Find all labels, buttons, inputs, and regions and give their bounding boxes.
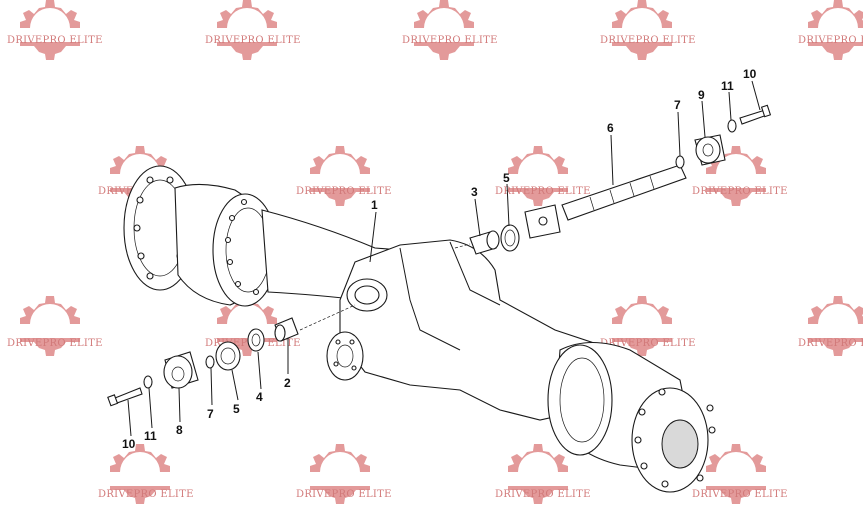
watermark-text: DRIVEPRO ELITE	[692, 186, 788, 197]
gear-icon	[612, 0, 672, 60]
watermark-text: DRIVEPRO ELITE	[296, 186, 392, 197]
callout-11-left: 11	[144, 429, 157, 443]
gear-icon	[310, 146, 370, 206]
watermark-text: DRIVEPRO ELITE	[600, 35, 696, 46]
callout-7-right: 7	[674, 98, 681, 112]
axle-housing	[123, 165, 716, 493]
watermark-text: DRIVEPRO ELITE	[798, 35, 863, 46]
callout-1: 1	[371, 198, 378, 212]
callout-9: 9	[698, 88, 705, 102]
watermark-text: DRIVEPRO ELITE	[600, 338, 696, 349]
gear-icon	[508, 146, 568, 206]
right-shaft-assembly	[469, 104, 772, 255]
callout-7-left: 7	[207, 407, 214, 421]
callout-5-left: 5	[233, 402, 240, 416]
watermark-text: DRIVEPRO ELITE	[296, 489, 392, 500]
callout-10-right: 10	[743, 67, 757, 81]
watermark-layer: DRIVEPRO ELITE DRIVEPRO ELITE DRIVEPRO E…	[7, 0, 863, 504]
watermark-text: DRIVEPRO ELITE	[98, 489, 194, 500]
callout-5-right: 5	[503, 171, 510, 185]
watermark-text: DRIVEPRO ELITE	[7, 35, 103, 46]
gear-icon	[217, 0, 277, 60]
callout-3: 3	[471, 185, 478, 199]
gear-icon	[414, 0, 474, 60]
watermark-text: DRIVEPRO ELITE	[205, 35, 301, 46]
gear-icon	[808, 0, 863, 60]
watermark-text: DRIVEPRO ELITE	[692, 489, 788, 500]
left-shaft-assembly	[107, 317, 299, 407]
callout-labels: 1 2 3 4 5 5 6 7 7 8 9 10 10 11 11	[122, 67, 757, 451]
callout-10-left: 10	[122, 437, 136, 451]
callout-2: 2	[284, 376, 291, 390]
watermark-text: DRIVEPRO ELITE	[7, 338, 103, 349]
callout-8: 8	[176, 423, 183, 437]
gear-icon	[20, 0, 80, 60]
callout-11-right: 11	[721, 79, 734, 93]
callout-4: 4	[256, 390, 263, 404]
watermark-text: DRIVEPRO ELITE	[495, 186, 591, 197]
callout-6: 6	[607, 121, 614, 135]
leader-lines	[127, 80, 761, 437]
watermark-text: DRIVEPRO ELITE	[495, 489, 591, 500]
watermark-text: DRIVEPRO ELITE	[402, 35, 498, 46]
watermark-text: DRIVEPRO ELITE	[798, 338, 863, 349]
